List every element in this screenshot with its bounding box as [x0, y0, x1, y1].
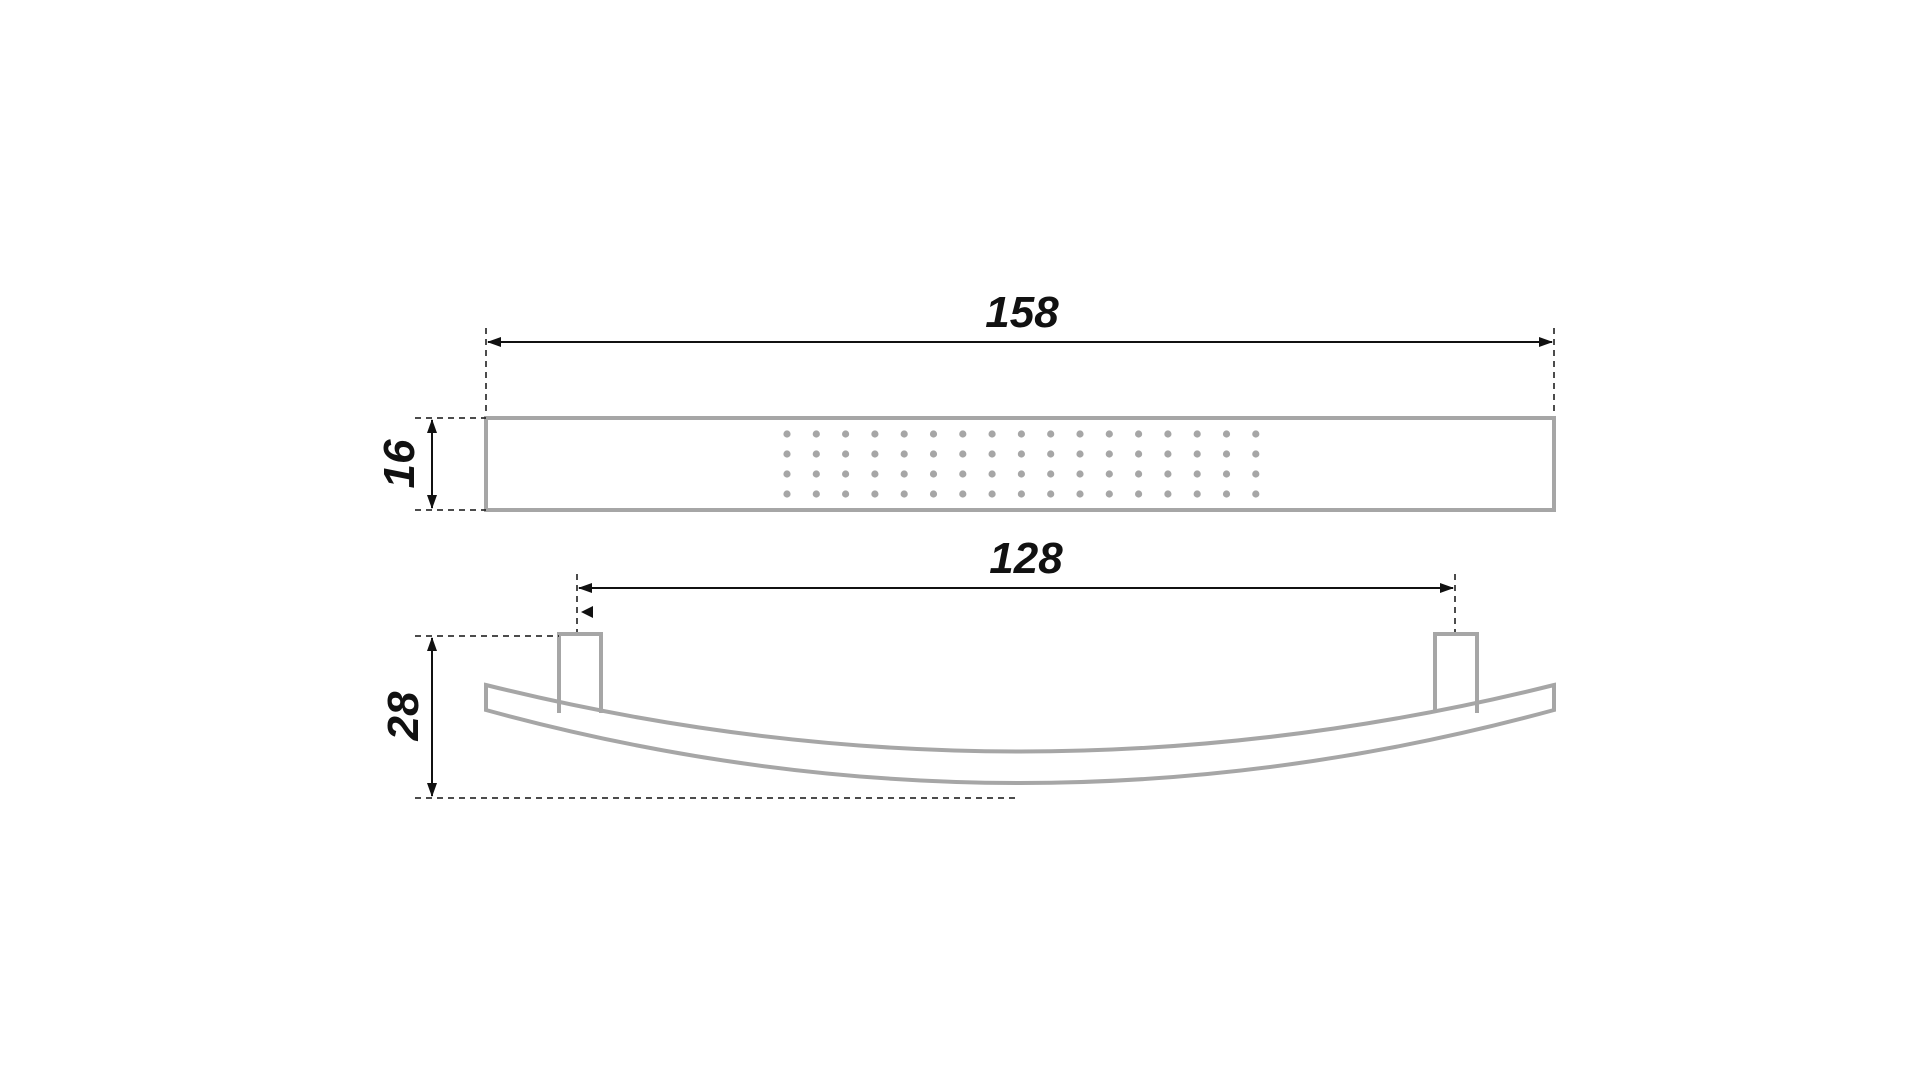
- pattern-dot: [1193, 430, 1201, 438]
- pattern-dot: [842, 470, 850, 478]
- pattern-dot: [1252, 490, 1260, 498]
- side-height-label: 28: [379, 691, 428, 741]
- pattern-dot: [871, 450, 879, 458]
- pattern-dot: [929, 470, 938, 478]
- pattern-dot: [1076, 490, 1084, 498]
- pattern-dot: [959, 490, 967, 498]
- pattern-dot: [1252, 470, 1260, 478]
- pattern-dot: [783, 430, 791, 438]
- pattern-dot: [1047, 430, 1055, 438]
- pattern-dot: [871, 490, 879, 498]
- pattern-dot: [929, 430, 938, 438]
- pattern-dot: [842, 430, 850, 438]
- pattern-dot: [1047, 450, 1055, 458]
- pattern-dot: [929, 490, 938, 498]
- pattern-dot: [783, 490, 791, 498]
- pattern-dot: [871, 430, 879, 438]
- handle-top-outline: [484, 416, 1556, 512]
- height-label: 16: [375, 439, 424, 488]
- pattern-dot: [1105, 470, 1113, 478]
- pattern-dot: [812, 430, 820, 438]
- pattern-dot: [871, 470, 879, 478]
- pattern-dot: [1047, 490, 1055, 498]
- pattern-dot: [1076, 450, 1084, 458]
- pattern-dot: [1164, 470, 1172, 478]
- pattern-dot: [929, 450, 938, 458]
- pattern-dot: [812, 490, 820, 498]
- pattern-dot: [812, 450, 820, 458]
- hole-spacing-label: 128: [989, 534, 1063, 583]
- handle-side-profile: [484, 682, 1556, 785]
- pattern-dot: [1076, 430, 1084, 438]
- pattern-dot: [1017, 490, 1025, 498]
- right-post-outline: [1433, 632, 1479, 713]
- dot-pattern: [783, 430, 1260, 498]
- pattern-dot: [1017, 430, 1025, 438]
- pattern-dot: [988, 470, 996, 478]
- pattern-dot: [1135, 470, 1143, 478]
- pattern-dot: [1017, 470, 1025, 478]
- pattern-dot: [1164, 430, 1172, 438]
- pattern-dot: [900, 490, 908, 498]
- pattern-dot: [988, 490, 996, 498]
- pattern-dot: [783, 450, 791, 458]
- pattern-dot: [812, 470, 820, 478]
- pattern-dot: [1222, 490, 1231, 498]
- top-view: 158 16: [375, 288, 1556, 512]
- pattern-dot: [1105, 430, 1113, 438]
- pattern-dot: [959, 430, 967, 438]
- pattern-dot: [1222, 430, 1231, 438]
- pattern-dot: [959, 470, 967, 478]
- pattern-dot: [1135, 450, 1143, 458]
- pattern-dot: [900, 470, 908, 478]
- pattern-dot: [1193, 470, 1201, 478]
- pattern-dot: [988, 430, 996, 438]
- pattern-dot: [1135, 490, 1143, 498]
- hole-spacing-small-arrow: [581, 606, 593, 618]
- pattern-dot: [842, 490, 850, 498]
- pattern-dot: [900, 450, 908, 458]
- pattern-dot: [1222, 450, 1231, 458]
- pattern-dot: [1222, 470, 1231, 478]
- pattern-dot: [1193, 450, 1201, 458]
- pattern-dot: [900, 430, 908, 438]
- pattern-dot: [1164, 490, 1172, 498]
- pattern-dot: [1193, 490, 1201, 498]
- pattern-dot: [1252, 430, 1260, 438]
- pattern-dot: [959, 450, 967, 458]
- pattern-dot: [1105, 490, 1113, 498]
- pattern-dot: [1105, 450, 1113, 458]
- pattern-dot: [988, 450, 996, 458]
- overall-length-label: 158: [985, 288, 1059, 337]
- pattern-dot: [1076, 470, 1084, 478]
- pattern-dot: [1047, 470, 1055, 478]
- pattern-dot: [783, 470, 791, 478]
- pattern-dot: [1164, 450, 1172, 458]
- side-view: 128 28: [379, 534, 1556, 799]
- pattern-dot: [842, 450, 850, 458]
- left-post-outline: [557, 632, 603, 713]
- pattern-dot: [1252, 450, 1260, 458]
- pattern-dot: [1135, 430, 1143, 438]
- pattern-dot: [1017, 450, 1025, 458]
